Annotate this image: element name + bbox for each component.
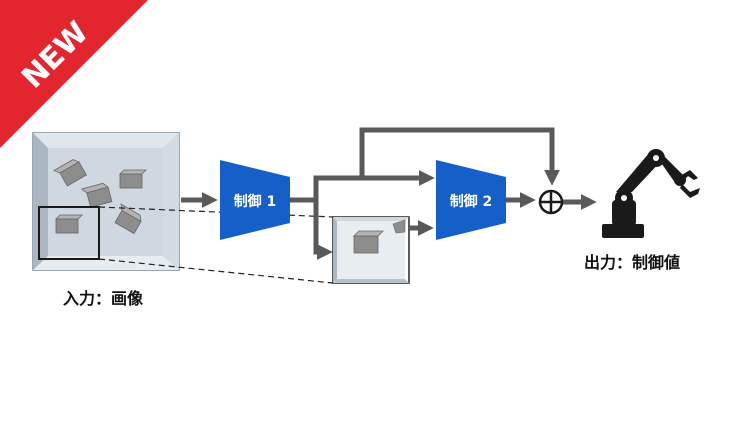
box-5 [114, 203, 142, 235]
output-label: 出力：制御値 [584, 253, 680, 272]
controller-2: 制御 2 [436, 160, 506, 240]
zoom-line-bottom [98, 258, 334, 284]
controller-1-label: 制御 1 [234, 193, 277, 210]
sum-junction-icon [538, 189, 564, 215]
cropped-image [332, 216, 410, 284]
c1-to-crop [313, 198, 333, 261]
bypass-to-sum [359, 127, 561, 186]
input-label: 入力：画像 [63, 289, 144, 308]
zoom-line-top [98, 206, 334, 218]
c1-branch [290, 169, 435, 203]
box-2 [119, 169, 147, 189]
new-badge: NEW [0, 0, 148, 148]
input-image [32, 132, 180, 271]
controller-1: 制御 1 [220, 160, 290, 240]
box-4 [55, 214, 83, 234]
controller-2-label: 制御 2 [450, 193, 493, 210]
robot-arm-icon [602, 149, 700, 238]
box-3 [80, 182, 113, 208]
crop-region [38, 206, 100, 260]
box-1 [52, 159, 87, 187]
